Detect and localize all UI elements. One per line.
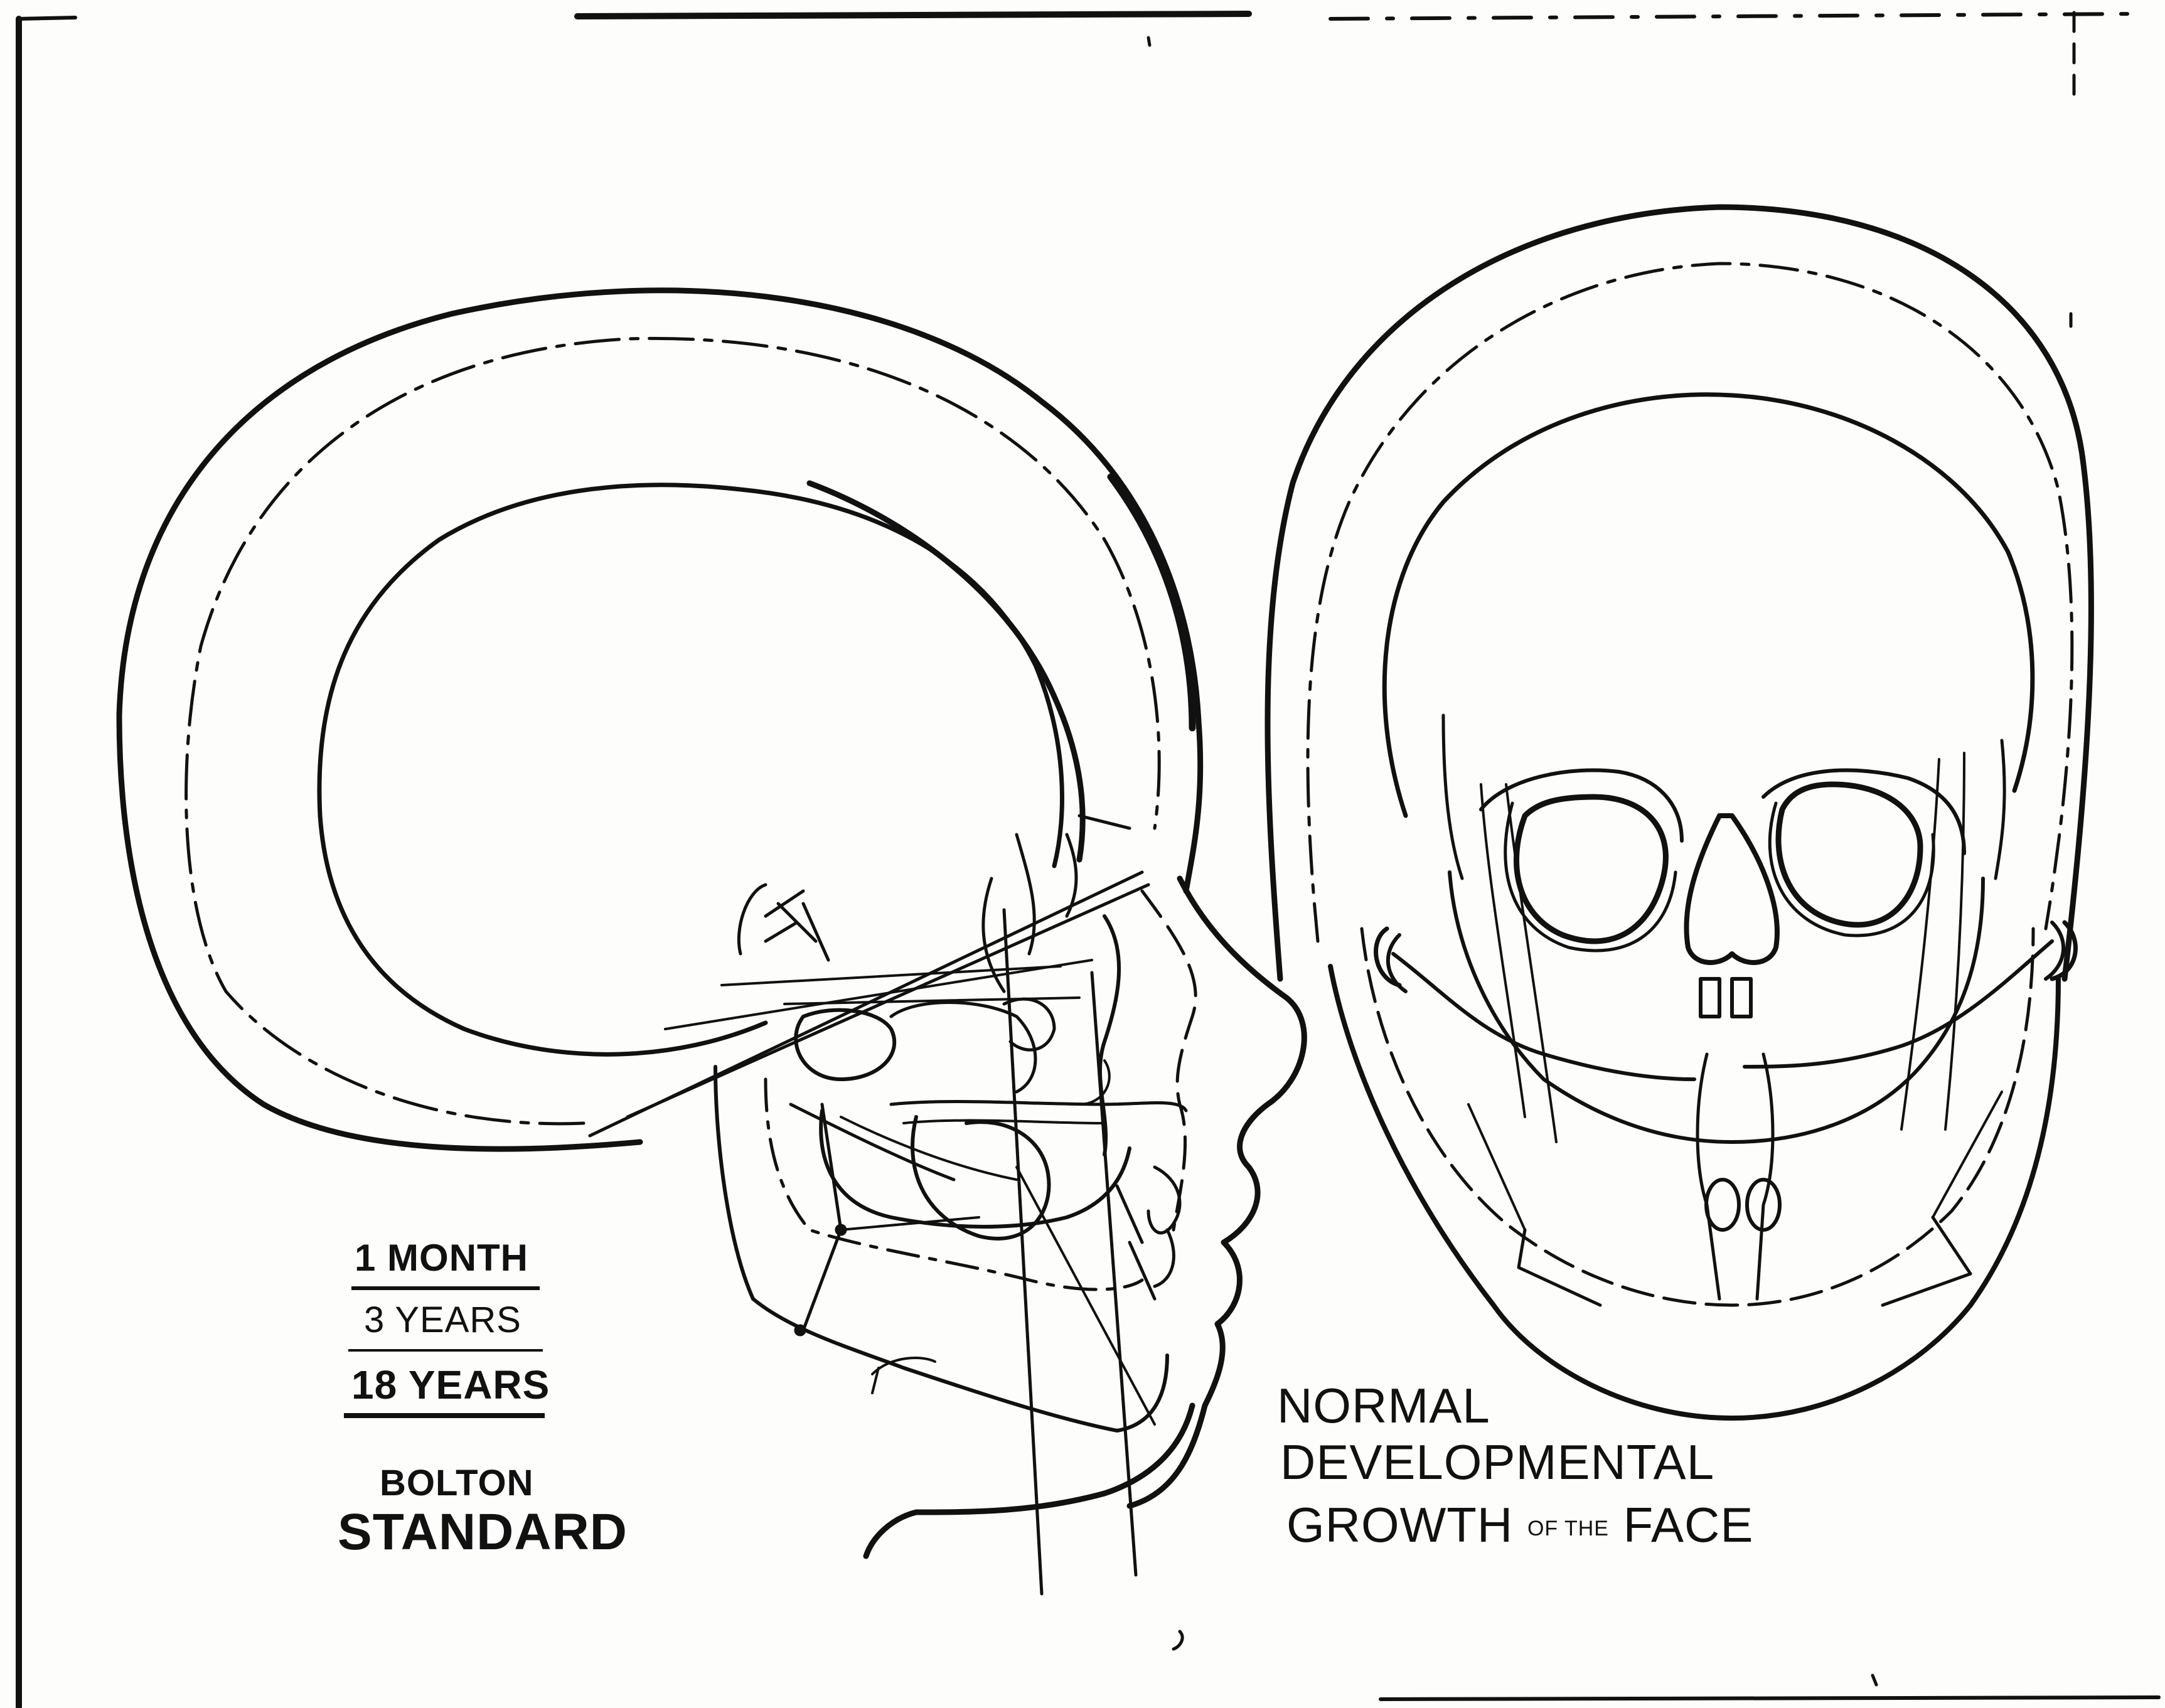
- legend-18-years-label: 18 YEARS: [351, 1362, 550, 1408]
- bolton-label: BOLTON: [380, 1462, 534, 1504]
- frontal-cranium-18-years: [1268, 207, 2091, 979]
- sella-region: [739, 885, 828, 960]
- legend-3-years-line: [348, 1349, 543, 1352]
- frontal-cranium-1-month: [1384, 395, 2033, 816]
- legend-1-month-label: 1 MONTH: [355, 1236, 528, 1279]
- legend-1-month-line: [351, 1286, 540, 1290]
- lateral-cranium-1-month: [319, 485, 1062, 1055]
- frontal-face-18-years: [1330, 966, 2058, 1418]
- title-face: FACE: [1623, 1497, 1754, 1552]
- title-line-3: GROWTH OF THE FACE: [1286, 1497, 1753, 1554]
- lateral-cranium-3-years: [186, 338, 1160, 1123]
- legend-3-years-label: 3 YEARS: [364, 1299, 521, 1341]
- nasal-aperture: [1686, 816, 1777, 963]
- standard-label: STANDARD: [338, 1503, 628, 1562]
- title-of-the: OF THE: [1527, 1517, 1609, 1540]
- lateral-cranium-18-years: [119, 291, 1200, 1149]
- lateral-skull: [119, 291, 1304, 1594]
- right-orbit: [1778, 784, 1920, 925]
- lateral-teeth: [1117, 1167, 1180, 1299]
- frontal-skull: [1268, 207, 2091, 1418]
- legend-18-years-line: [344, 1413, 545, 1418]
- title-growth: GROWTH: [1286, 1497, 1513, 1552]
- left-orbit: [1517, 797, 1666, 941]
- lateral-neck: [866, 1406, 1192, 1556]
- page-border: [19, 13, 2159, 1707]
- frontal-teeth: [1701, 979, 1751, 1017]
- title-line-1: NORMAL: [1277, 1377, 1490, 1434]
- frontal-cranium-3-years: [1308, 264, 2072, 941]
- title-line-2: DEVELOPMENTAL: [1280, 1434, 1714, 1491]
